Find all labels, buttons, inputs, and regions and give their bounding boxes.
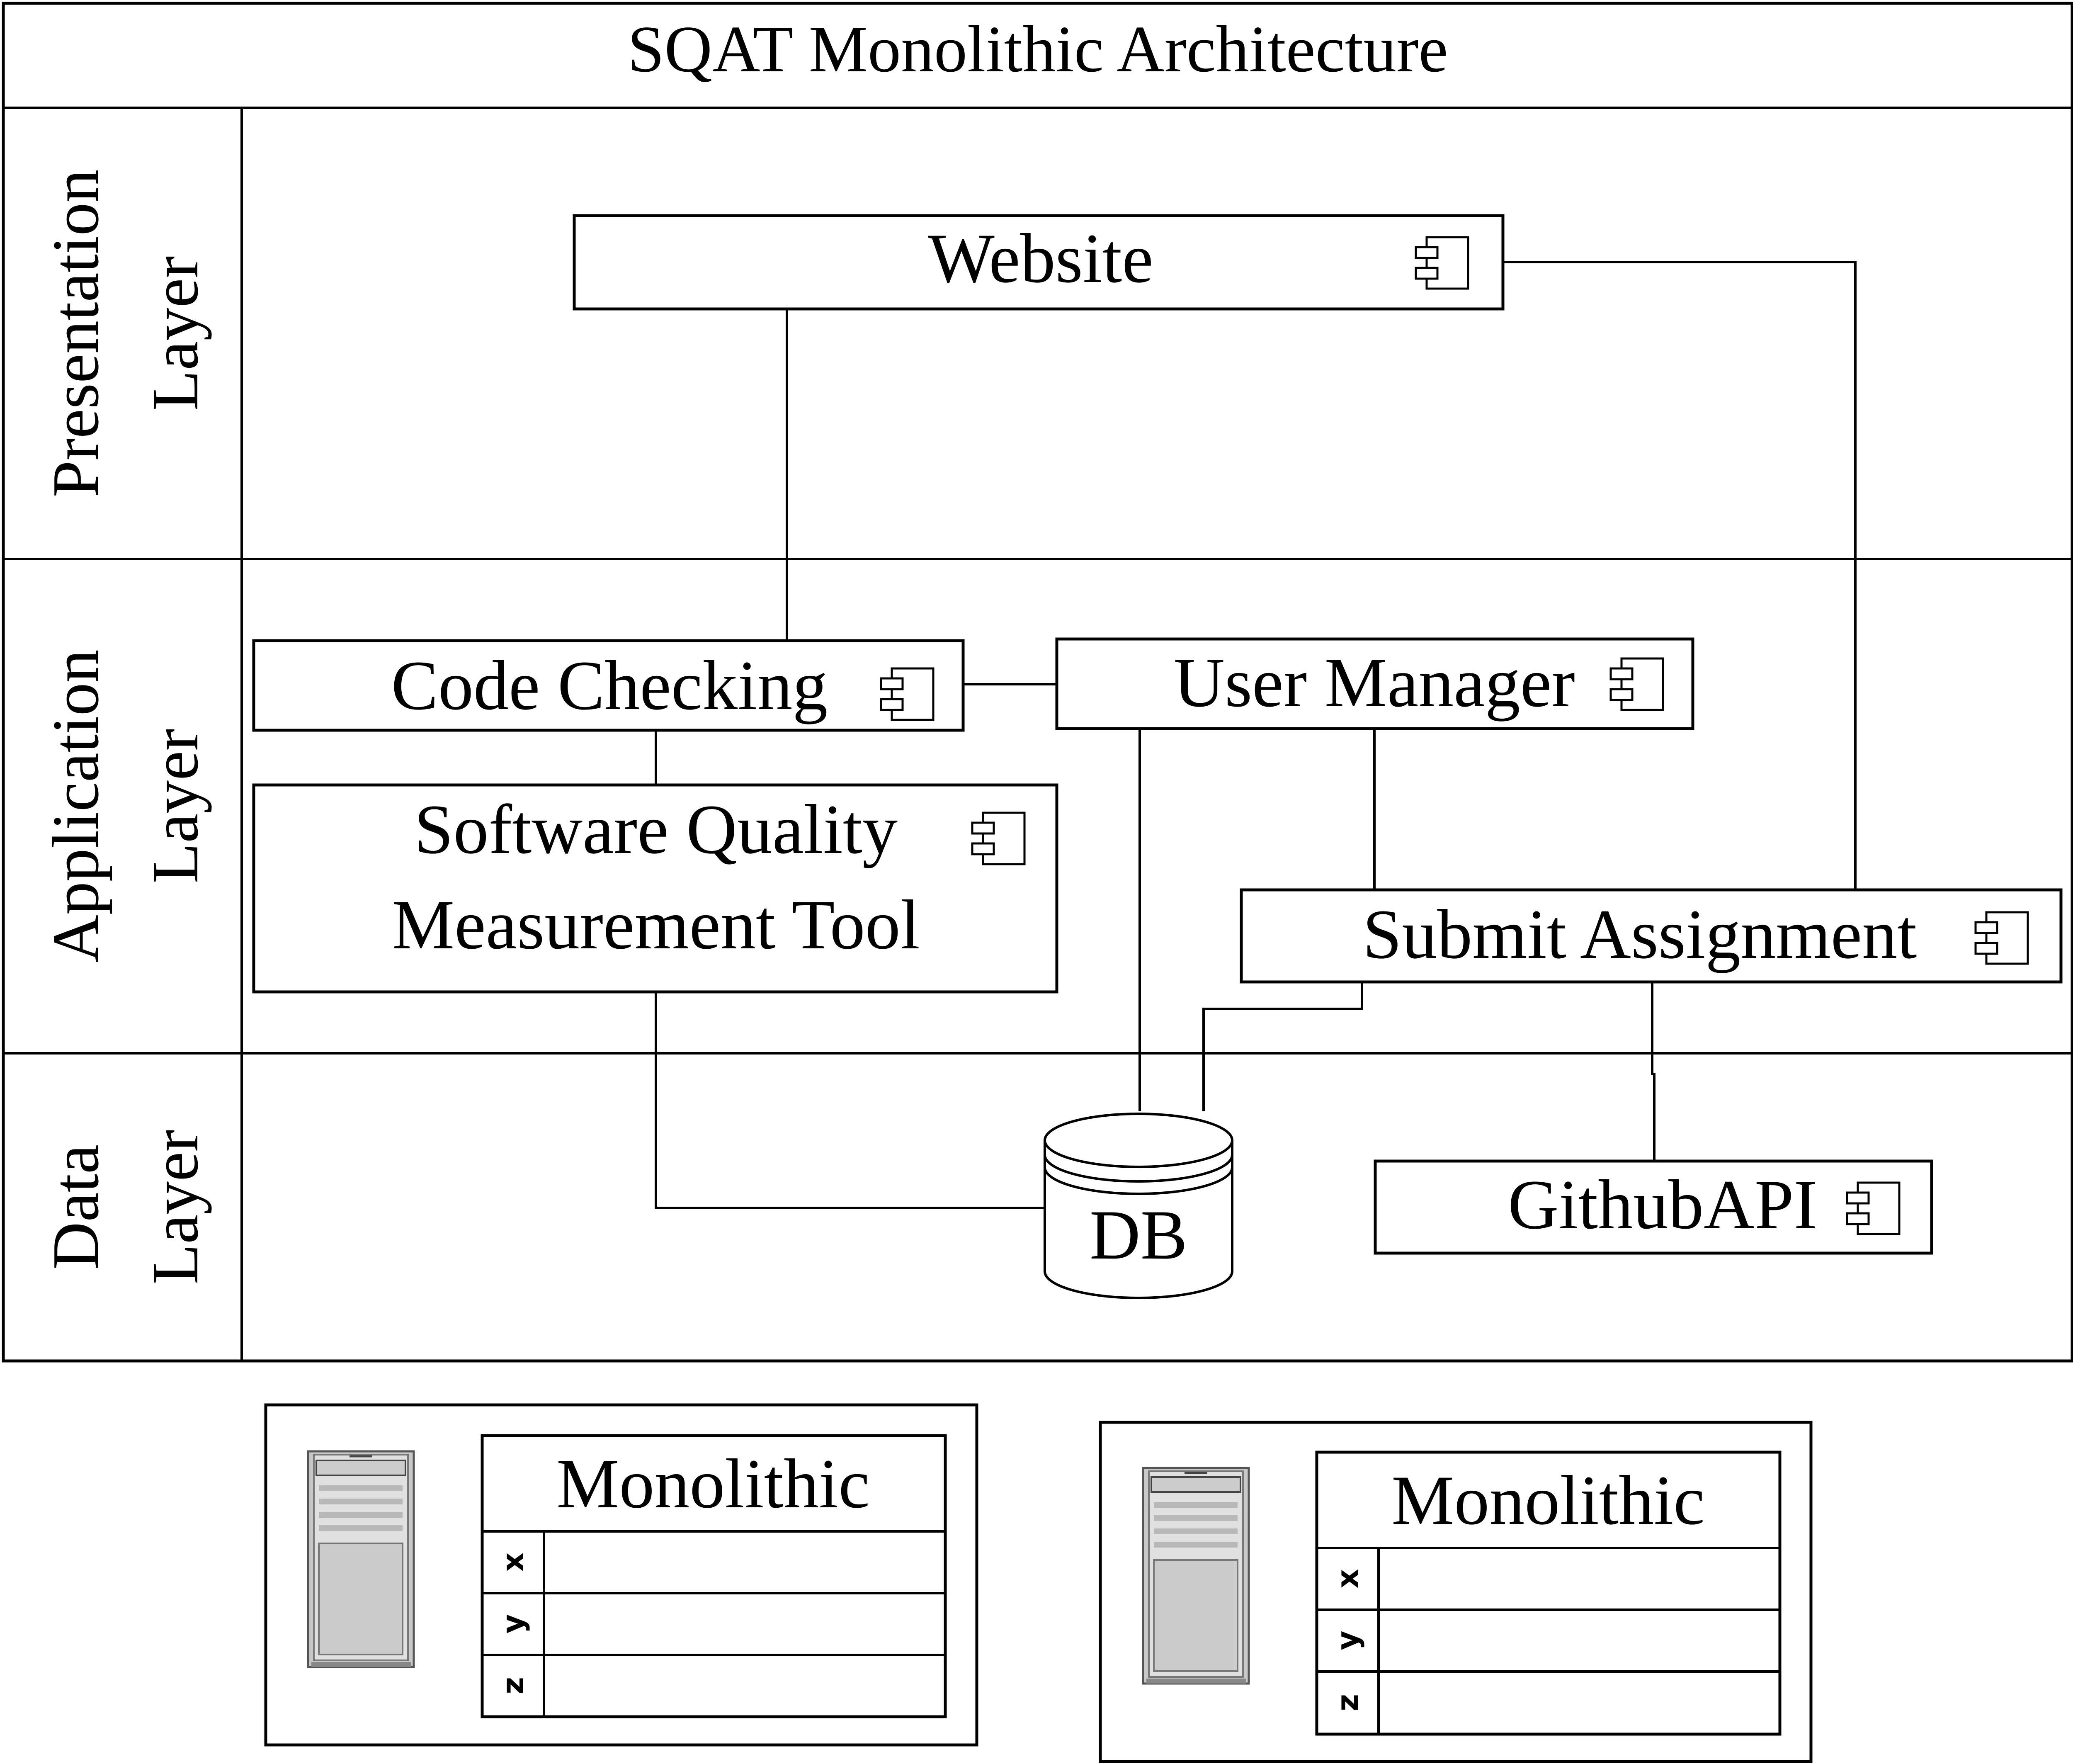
website-label: Website <box>928 219 1153 297</box>
sqmt-label-line2: Measurement Tool <box>392 886 920 964</box>
node-row-label: y <box>495 1614 530 1634</box>
layer-label-line: Application <box>39 649 112 962</box>
presentation-layer-label: Presentation Layer <box>39 170 212 498</box>
node-title: Monolithic <box>556 1445 870 1523</box>
monolithic-node: Monolithic x y z <box>1099 1421 1813 1763</box>
data-layer-label: Data Layer <box>39 1130 212 1284</box>
layer-label-line: Layer <box>138 729 212 883</box>
node-row-label: z <box>495 1677 530 1694</box>
application-layer-label: Application Layer <box>39 649 212 962</box>
github-api-component: GithubAPI <box>1374 1159 1933 1255</box>
layer-label-line: Data <box>39 1144 112 1270</box>
submit-assignment-github-link <box>1651 982 1655 1161</box>
monolithic-node: Monolithic x y z <box>264 1403 978 1747</box>
github-api-label: GithubAPI <box>1508 1166 1817 1244</box>
node-row-label: x <box>495 1553 530 1572</box>
submit-assignment-label: Submit Assignment <box>1363 895 1917 973</box>
server-tower-icon <box>1143 1468 1249 1684</box>
sqmt-label-line1: Software Quality <box>414 790 898 868</box>
layer-label-line: Presentation <box>39 170 112 498</box>
db-label: DB <box>1090 1196 1187 1274</box>
layer-label-line: Layer <box>138 1130 212 1284</box>
node-title: Monolithic <box>1391 1461 1705 1539</box>
sqmt-component: Software Quality Measurement Tool <box>252 783 1058 994</box>
diagram-title: SQAT Monolithic Architecture <box>628 12 1448 86</box>
website-submit-assignment-link <box>1503 261 1857 890</box>
website-component: Website <box>573 214 1505 311</box>
code-checking-component: Code Checking <box>252 639 965 732</box>
database-cylinder-icon <box>1044 1113 1233 1299</box>
user-manager-label: User Manager <box>1174 644 1575 722</box>
submit-assignment-component: Submit Assignment <box>1240 888 2063 984</box>
node-row-label: x <box>1330 1569 1365 1588</box>
connectors <box>655 261 1857 1209</box>
submit-assignment-db-link <box>1202 982 1363 1111</box>
user-manager-component: User Manager <box>1055 637 1694 730</box>
layer-label-line: Layer <box>138 256 212 411</box>
code-checking-label: Code Checking <box>391 646 828 724</box>
server-tower-icon <box>308 1451 414 1667</box>
sqmt-db-link <box>655 992 1045 1209</box>
node-row-label: y <box>1330 1631 1365 1650</box>
db-database: DB <box>1044 1113 1233 1299</box>
node-row-label: z <box>1330 1694 1365 1711</box>
